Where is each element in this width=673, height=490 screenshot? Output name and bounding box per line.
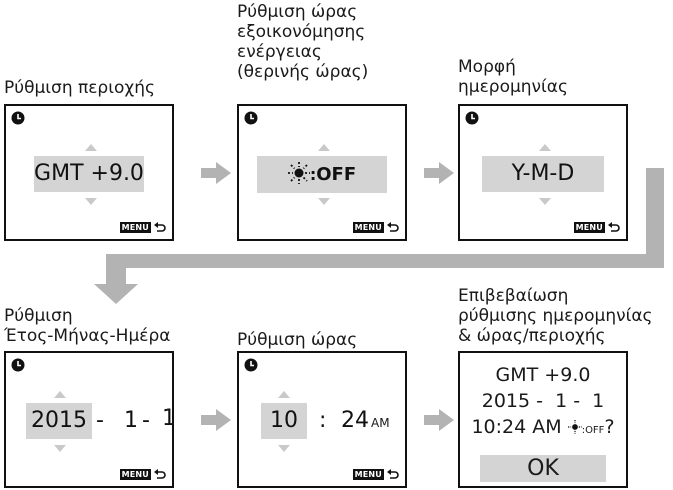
up-arrow-icon[interactable] (85, 144, 97, 151)
return-arrow-icon[interactable] (154, 469, 166, 480)
flow-arrow-4 (424, 409, 454, 431)
month-value: 1 (124, 408, 138, 433)
flow-arrow-2 (424, 162, 454, 184)
region-panel: GMT +9.0 MENU (4, 104, 174, 241)
down-arrow-icon[interactable] (539, 198, 551, 205)
ok-button[interactable]: OK (480, 455, 606, 482)
sun-icon (287, 162, 310, 184)
clock-icon (244, 358, 258, 372)
flow-arrow-3 (201, 409, 231, 431)
region-title: Ρύθμιση περιοχής (4, 78, 155, 98)
date-panel: 2015 - 1 - 1 MENU (4, 351, 174, 488)
menu-back-control[interactable]: MENU (573, 222, 620, 233)
menu-button-icon[interactable]: MENU (119, 469, 151, 480)
clock-icon (11, 111, 25, 125)
date-sep-2: - (142, 408, 150, 433)
dst-panel: :OFF MENU (237, 104, 407, 241)
flow-arrow-1 (201, 162, 231, 184)
menu-back-control[interactable]: MENU (352, 469, 399, 480)
time-colon: : (319, 408, 327, 433)
confirm-date: 2015 - 1 - 1 (481, 390, 605, 412)
clock-icon (11, 358, 25, 372)
confirm-panel: GMT +9.0 2015 - 1 - 1 10:24 AM :OFF? OK (458, 351, 628, 488)
hour-value[interactable]: 10 (261, 403, 307, 439)
down-arrow-icon[interactable] (318, 198, 330, 205)
confirm-time: 10:24 AM (471, 416, 562, 438)
year-value[interactable]: 2015 (26, 403, 92, 439)
date-format-title: Μορφή ημερομηνίας (458, 57, 568, 97)
dst-title: Ρύθμιση ώρας εξοικονόμησης ενέργειας (θε… (237, 2, 369, 82)
confirm-time-line: 10:24 AM :OFF? (471, 416, 615, 438)
date-sep-1: - (96, 408, 104, 433)
menu-back-control[interactable]: MENU (119, 469, 166, 480)
flow-connector (94, 168, 664, 304)
confirm-title: Επιβεβαίωση ρύθμισης ημερομηνίας & ώρας/… (458, 286, 653, 346)
date-format-value[interactable]: Y-M-D (482, 156, 604, 192)
return-arrow-icon[interactable] (387, 222, 399, 233)
menu-button-icon[interactable]: MENU (352, 222, 384, 233)
menu-back-control[interactable]: MENU (119, 222, 166, 233)
date-title: Ρύθμιση Έτος-Μήνας-Ημέρα (4, 306, 171, 346)
time-title: Ρύθμιση ώρας (237, 330, 358, 350)
clock-icon (465, 111, 479, 125)
dst-value-box[interactable]: :OFF (257, 156, 387, 193)
ampm-value: AM (371, 416, 390, 430)
return-arrow-icon[interactable] (608, 222, 620, 233)
up-arrow-icon[interactable] (318, 144, 330, 151)
menu-button-icon[interactable]: MENU (119, 222, 151, 233)
down-arrow-icon[interactable] (278, 445, 290, 452)
time-panel: 10 : 24 AM MENU (237, 351, 407, 488)
menu-button-icon[interactable]: MENU (573, 222, 605, 233)
return-arrow-icon[interactable] (154, 222, 166, 233)
date-format-panel: Y-M-D MENU (458, 104, 628, 241)
up-arrow-icon[interactable] (278, 391, 290, 398)
up-arrow-icon[interactable] (539, 144, 551, 151)
confirm-question: ? (604, 416, 615, 438)
menu-button-icon[interactable]: MENU (352, 469, 384, 480)
down-arrow-icon[interactable] (54, 445, 66, 452)
confirm-dst: OFF (585, 425, 605, 436)
confirm-region: GMT +9.0 (495, 364, 591, 386)
return-arrow-icon[interactable] (387, 469, 399, 480)
down-arrow-icon[interactable] (85, 198, 97, 205)
day-value-display: 1 (162, 406, 176, 431)
menu-back-control[interactable]: MENU (352, 222, 399, 233)
sun-icon (567, 420, 582, 434)
dst-value: OFF (316, 164, 357, 185)
region-value[interactable]: GMT +9.0 (34, 156, 144, 192)
minute-value: 24 (341, 408, 369, 433)
up-arrow-icon[interactable] (54, 391, 66, 398)
clock-icon (244, 111, 258, 125)
